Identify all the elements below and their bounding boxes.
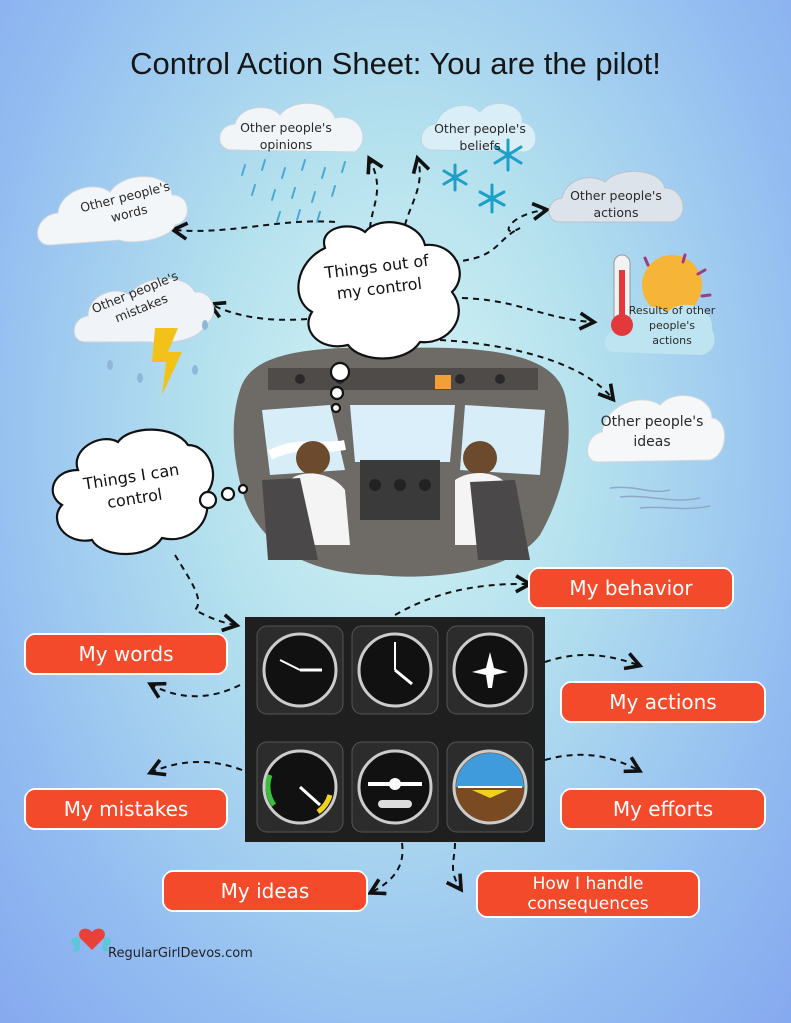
winged-heart-icon xyxy=(71,928,112,952)
brand-url[interactable]: RegularGirlDevos.com xyxy=(108,946,253,961)
pill-my-words: My words xyxy=(26,635,226,673)
arrow-to-my-mistakes xyxy=(146,758,243,777)
turn-coordinator-gauge-icon xyxy=(351,741,439,833)
wind-cloud-icon xyxy=(587,395,725,510)
arrow-to-actions xyxy=(451,201,551,263)
pill-my-behavior: My behavior xyxy=(530,569,732,607)
pill-my-efforts: My efforts xyxy=(562,790,764,828)
arrow-to-results xyxy=(461,297,598,331)
arrow-to-beliefs xyxy=(404,154,431,226)
pill-my-mistakes: My mistakes xyxy=(26,790,226,828)
arrow-to-behavior xyxy=(394,574,534,616)
attitude-gauge-icon xyxy=(446,741,534,833)
snow-cloud-icon xyxy=(420,102,537,214)
rain-cloud-icon xyxy=(219,102,364,223)
arrow-to-my-ideas xyxy=(367,842,404,896)
actions-cloud-icon xyxy=(548,170,684,223)
heading-gauge-icon xyxy=(446,625,534,715)
arrow-to-mistakes xyxy=(206,300,319,321)
pill-my-actions: My actions xyxy=(562,683,764,721)
arrow-to-consequences xyxy=(445,842,464,893)
clock-gauge-icon xyxy=(351,625,439,715)
arrow-to-my-actions xyxy=(544,652,644,671)
altimeter-gauge-icon xyxy=(256,625,344,715)
thought-bubble-out xyxy=(297,221,461,360)
page-title: Control Action Sheet: You are the pilot! xyxy=(130,46,661,81)
pill-my-ideas: My ideas xyxy=(164,872,366,910)
cloud-ideas-label: Other people's ideas xyxy=(600,414,704,450)
arrow-to-my-words xyxy=(147,681,241,699)
pill-how-i-handle-consequences: How I handle consequences xyxy=(478,872,698,916)
thought-bubble-in xyxy=(51,428,215,556)
cloud-results-label: Results of other people's actions xyxy=(628,304,716,347)
arrow-to-panel xyxy=(174,554,241,633)
cloud-actions-label: Other people's actions xyxy=(570,188,662,220)
arrow-to-my-efforts xyxy=(544,753,643,774)
arrow-to-ideas xyxy=(439,339,616,403)
storm-cloud-icon xyxy=(73,278,215,395)
arrow-to-words xyxy=(169,220,336,241)
cloud-opinions-label: Other people's opinions xyxy=(240,120,332,152)
words-cloud-icon xyxy=(37,176,188,246)
thermometer-sun-icon xyxy=(604,253,715,355)
cloud-beliefs-label: Other people's beliefs xyxy=(434,121,526,153)
airspeed-gauge-icon xyxy=(256,741,344,833)
